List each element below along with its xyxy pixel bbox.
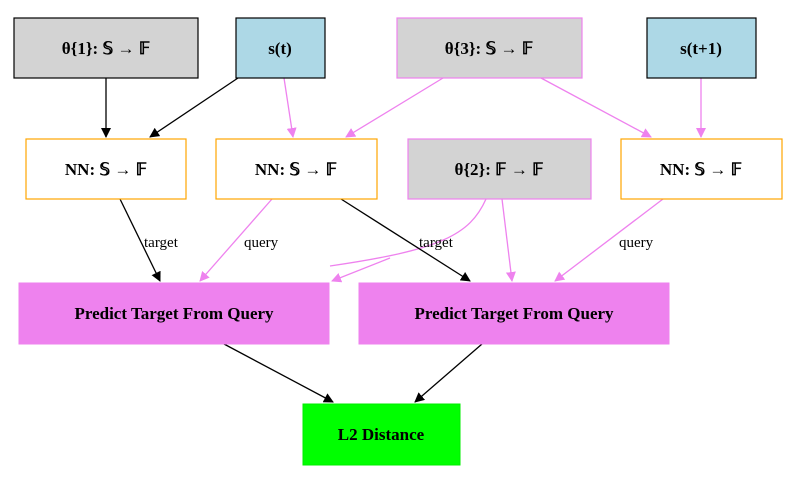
edge-pred2-to-l2 [414, 343, 483, 403]
node-state-t[interactable]: s(t) [235, 17, 326, 79]
node-theta3-label: θ{3}: 𝕊 → 𝔽 [445, 39, 533, 58]
node-nn2-label: NN: 𝕊 → 𝔽 [255, 160, 337, 179]
edge-nn2-to-pred1 [199, 198, 273, 282]
node-nn1[interactable]: NN: 𝕊 → 𝔽 [25, 138, 187, 200]
edge-pred1-to-l2 [223, 343, 334, 403]
node-predict-2-label: Predict Target From Query [414, 304, 614, 323]
node-nn1-label: NN: 𝕊 → 𝔽 [65, 160, 147, 179]
edge-theta2-to-pred2 [501, 198, 516, 282]
edge-label-query-1: query [244, 235, 279, 251]
edge-theta3-to-nn2 [345, 77, 444, 138]
node-nn3-label: NN: 𝕊 → 𝔽 [660, 160, 742, 179]
edge-nn2-to-pred2 [340, 198, 471, 282]
node-nn2[interactable]: NN: 𝕊 → 𝔽 [215, 138, 378, 200]
node-theta1-label: θ{1}: 𝕊 → 𝔽 [62, 39, 150, 58]
node-theta2[interactable]: θ{2}: 𝔽 → 𝔽 [407, 138, 592, 200]
edge-nn1-to-pred1 [119, 198, 161, 282]
node-nn3[interactable]: NN: 𝕊 → 𝔽 [620, 138, 783, 200]
node-theta1[interactable]: θ{1}: 𝕊 → 𝔽 [13, 17, 199, 79]
node-theta2-label: θ{2}: 𝔽 → 𝔽 [454, 160, 543, 179]
node-predict-1[interactable]: Predict Target From Query [18, 282, 330, 345]
node-state-t-label: s(t) [268, 39, 292, 58]
node-state-t1[interactable]: s(t+1) [646, 17, 757, 79]
edge-st-to-nn2 [283, 77, 297, 138]
edge-theta2-to-pred1-end [331, 257, 391, 283]
node-theta3[interactable]: θ{3}: 𝕊 → 𝔽 [396, 17, 583, 79]
edge-theta3-to-nn3 [540, 77, 652, 138]
node-l2-distance[interactable]: L2 Distance [302, 403, 461, 466]
edge-label-target-2: target [419, 235, 454, 251]
node-predict-2[interactable]: Predict Target From Query [358, 282, 670, 345]
edge-nn3-to-pred2 [554, 198, 664, 282]
edge-label-target-1: target [144, 235, 179, 251]
node-predict-1-label: Predict Target From Query [74, 304, 274, 323]
edge-theta2-to-pred1 [329, 198, 487, 267]
node-l2-distance-label: L2 Distance [338, 425, 425, 444]
edge-label-query-2: query [619, 235, 654, 251]
node-state-t1-label: s(t+1) [680, 39, 722, 58]
edge-st-to-nn1 [149, 77, 239, 138]
